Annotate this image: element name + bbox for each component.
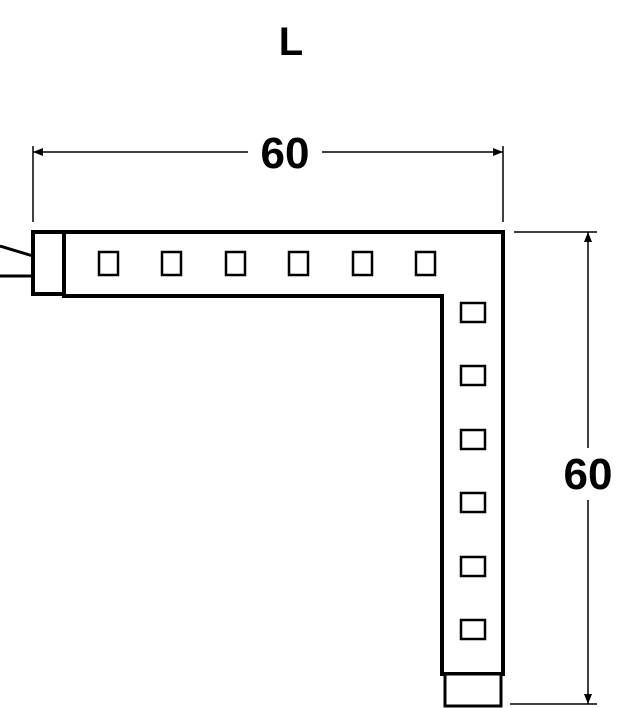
- l-strip-body: [62, 230, 505, 676]
- height-dimension-label: 60: [564, 450, 613, 499]
- cable-wire-upper: [0, 244, 34, 258]
- led-chip: [351, 250, 374, 277]
- width-dimension: 60: [32, 129, 504, 222]
- led-chip: [459, 301, 487, 324]
- left-connector: [31, 230, 66, 296]
- led-chip: [287, 250, 310, 277]
- led-chip: [459, 555, 487, 578]
- bottom-end-cap: [443, 672, 503, 708]
- led-chip: [459, 491, 487, 514]
- led-chip: [414, 250, 437, 277]
- cable-wires: [0, 244, 34, 278]
- led-chip: [160, 250, 183, 277]
- led-chip: [459, 618, 487, 641]
- vertical-leds: [459, 301, 487, 641]
- width-dimension-label: 60: [261, 129, 310, 178]
- led-chip: [97, 250, 120, 277]
- height-dimension: 60: [510, 231, 613, 705]
- horizontal-leds: [97, 250, 437, 277]
- led-chip: [459, 428, 487, 451]
- drawing-title: L: [279, 20, 303, 64]
- led-chip: [224, 250, 247, 277]
- led-chip: [459, 364, 487, 387]
